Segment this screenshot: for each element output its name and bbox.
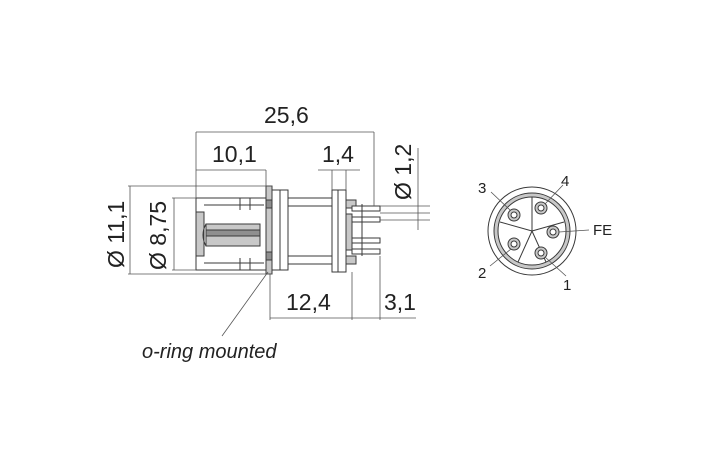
front-body-inner-left: [195, 211, 205, 257]
pin-label-3: 3: [478, 180, 486, 197]
contact-1: [534, 246, 548, 260]
dim-pin-length: 3,1: [384, 289, 416, 315]
solder-pins: [351, 204, 381, 256]
dim-rear-length: 12,4: [286, 289, 331, 315]
contact-2: [507, 237, 521, 251]
dim-inner-diameter: Ø 8,75: [145, 201, 171, 270]
front-view: [487, 184, 590, 277]
dim-overall-length: 25,6: [264, 102, 309, 128]
contact-3: [507, 208, 521, 222]
rear-housing: [287, 197, 333, 265]
dim-front-length: 10,1: [212, 141, 257, 167]
dim-pin-diameter: Ø 1,2: [390, 144, 416, 200]
contact-4: [534, 201, 548, 215]
pin-label-4: 4: [561, 173, 569, 190]
o-ring-note: o-ring mounted: [142, 341, 277, 363]
pin-label-2: 2: [478, 265, 486, 282]
dim-flange-thickness: 1,4: [322, 141, 354, 167]
dim-outer-diameter: Ø 11,1: [103, 201, 129, 268]
contact-fe: [546, 225, 560, 239]
o-ring: [265, 185, 273, 275]
pcb-flange: [331, 189, 347, 273]
dimension-lines: [128, 131, 430, 337]
pin-label-fe: FE: [593, 222, 612, 239]
side-view: [195, 185, 430, 275]
pin-label-1: 1: [563, 277, 571, 294]
